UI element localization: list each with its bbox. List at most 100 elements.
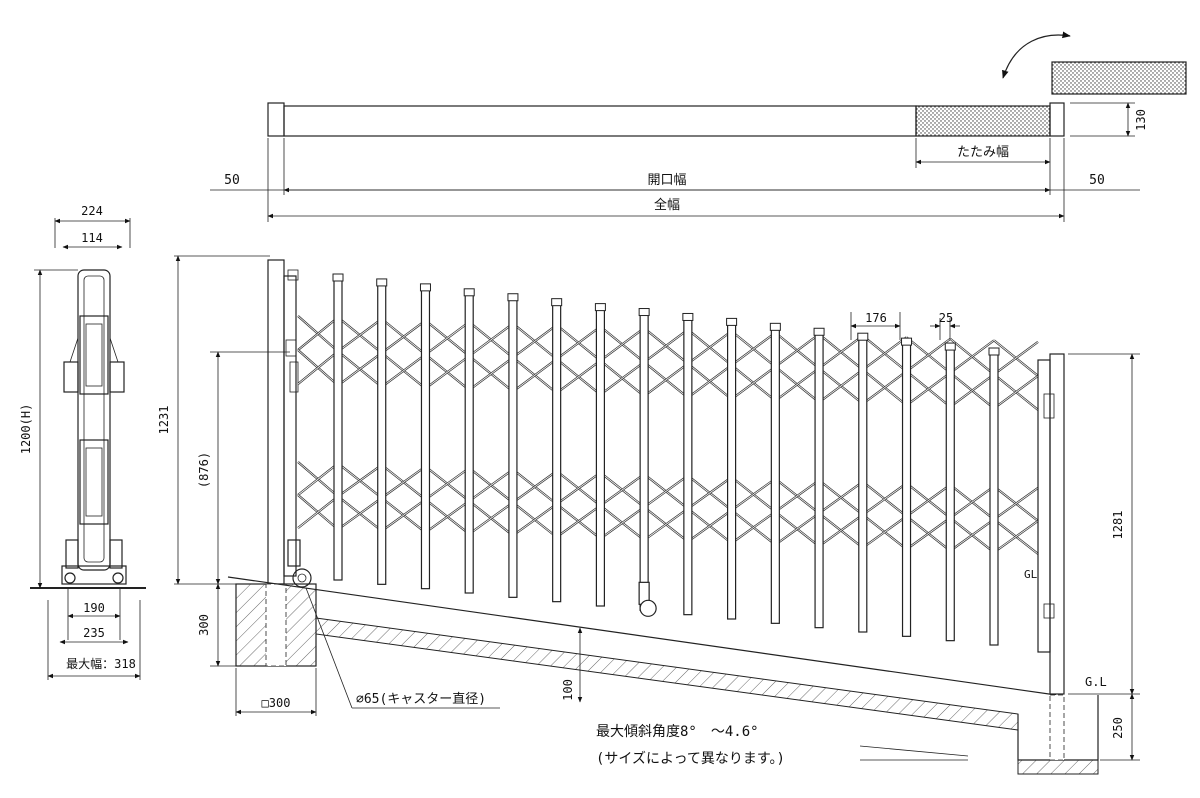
gate-bar-cap — [988, 347, 1000, 356]
gate-bar-cap — [857, 332, 869, 341]
gate-bar-cap — [682, 312, 694, 321]
lattice-link-inner — [775, 367, 820, 402]
side-top-width: 224 — [81, 204, 103, 218]
lattice-link-inner — [600, 361, 645, 395]
lattice-link-inner — [468, 323, 514, 357]
gate-bar-cap — [419, 283, 431, 292]
gate-bar — [464, 294, 474, 594]
lattice-link-inner — [337, 318, 382, 352]
lattice-link-inner — [556, 505, 601, 538]
lattice-link-inner — [297, 463, 339, 496]
lattice-link-inner — [950, 486, 995, 519]
gate-bar — [683, 318, 693, 616]
lattice-link-inner — [993, 487, 1039, 520]
side-height: 1200(H) — [19, 404, 33, 455]
upper-height-dim: (876) — [197, 452, 211, 488]
lattice-link-inner — [993, 375, 1039, 409]
lattice-link-inner — [731, 332, 776, 366]
gate-bar — [420, 289, 431, 590]
lattice-link-inner — [600, 327, 645, 361]
side-view: 224 114 1200(H) 190 235 最大幅：318 — [19, 204, 146, 680]
gate-bar-cap — [944, 342, 956, 351]
depth-dim: 130 — [1134, 109, 1148, 131]
pitch-dim: 176 — [865, 311, 887, 325]
center-caster — [639, 599, 657, 617]
lattice-link-inner — [425, 321, 470, 355]
gate-bar-cap — [463, 288, 475, 297]
gate-bar — [595, 309, 606, 607]
side-base-190: 190 — [83, 601, 105, 615]
gl-tag: GL — [1024, 568, 1038, 581]
lattice-link-inner — [512, 324, 557, 358]
lattice-link-inner — [600, 473, 645, 506]
lattice-link-inner — [818, 369, 864, 403]
fold-arrow-icon — [1002, 31, 1071, 79]
lattice-link-inner — [643, 329, 689, 363]
end-right-dim: 50 — [1089, 173, 1105, 188]
lattice-link-inner — [297, 496, 339, 529]
gate-bar-cap — [332, 273, 344, 282]
gate-bar — [726, 323, 737, 620]
lattice-link-inner — [862, 336, 907, 371]
lattice-link-inner — [381, 354, 426, 388]
front-elevation: 1231 (876) 300 □300 100 — [157, 255, 1140, 775]
gate-bar — [901, 343, 912, 637]
lattice-link-inner — [556, 472, 601, 505]
lattice-link-inner — [337, 497, 382, 530]
lattice-link-inner — [906, 338, 951, 372]
side-base-235: 235 — [83, 626, 105, 640]
gate-bar — [639, 313, 649, 611]
lattice-link-inner — [337, 464, 382, 497]
fold-width-label: たたみ幅 — [957, 145, 1009, 160]
footing-size: □300 — [262, 696, 291, 710]
lattice-link-inner — [512, 470, 557, 503]
plan-view: たたみ幅 開口幅 50 50 全幅 130 — [210, 31, 1187, 222]
gate-bar — [508, 299, 518, 598]
lattice-link-inner — [950, 374, 995, 408]
slope-note-2: (サイズによって異なります。) — [596, 751, 785, 767]
lattice-link-inner — [731, 511, 776, 544]
bar-width-dim: 25 — [939, 311, 953, 325]
lattice-link-inner — [818, 514, 864, 547]
lattice-link-inner — [512, 503, 557, 536]
left-post — [267, 259, 285, 585]
lattice-link-inner — [381, 320, 426, 354]
lattice-link-inner — [556, 360, 601, 394]
gate-bar — [814, 333, 824, 629]
lattice-link-inner — [643, 475, 689, 508]
lattice-link-inner — [731, 366, 776, 400]
lattice-link-inner — [425, 500, 470, 533]
gate-bar — [858, 338, 868, 633]
lattice-link-inner — [337, 352, 382, 386]
caster-note: ∅65(キャスター直径) — [356, 692, 486, 707]
gate-bar-cap — [638, 308, 650, 317]
foot-height-dim: 300 — [197, 614, 211, 636]
lattice-link-inner — [425, 355, 470, 389]
opening-width-label: 開口幅 — [647, 173, 686, 188]
total-width-label: 全幅 — [654, 197, 680, 213]
gate-bar — [945, 348, 955, 642]
lattice-link-inner — [468, 502, 514, 535]
side-inner-width: 114 — [81, 231, 103, 245]
folded-panel — [1051, 61, 1187, 95]
lattice-link-inner — [950, 340, 995, 374]
lattice-link-inner — [643, 508, 689, 541]
gate-bar-cap — [376, 278, 388, 287]
accordion-panels — [297, 273, 1039, 646]
lattice-link-inner — [687, 330, 732, 364]
lattice-link-inner — [906, 517, 951, 550]
lattice-link-inner — [862, 482, 907, 516]
lattice-link-inner — [862, 370, 907, 405]
lattice-link-inner — [468, 469, 514, 502]
slope-depth-dim: 100 — [561, 679, 575, 701]
gate-bar — [333, 279, 343, 581]
lattice-link-inner — [687, 509, 732, 542]
lattice-link-inner — [381, 499, 426, 532]
gate-bar-cap — [594, 303, 606, 312]
lattice-link-inner — [381, 466, 426, 499]
lattice-link-inner — [818, 335, 864, 369]
gate-bar — [770, 328, 780, 624]
lattice-link-inner — [775, 333, 820, 368]
lattice-link-inner — [775, 512, 820, 546]
